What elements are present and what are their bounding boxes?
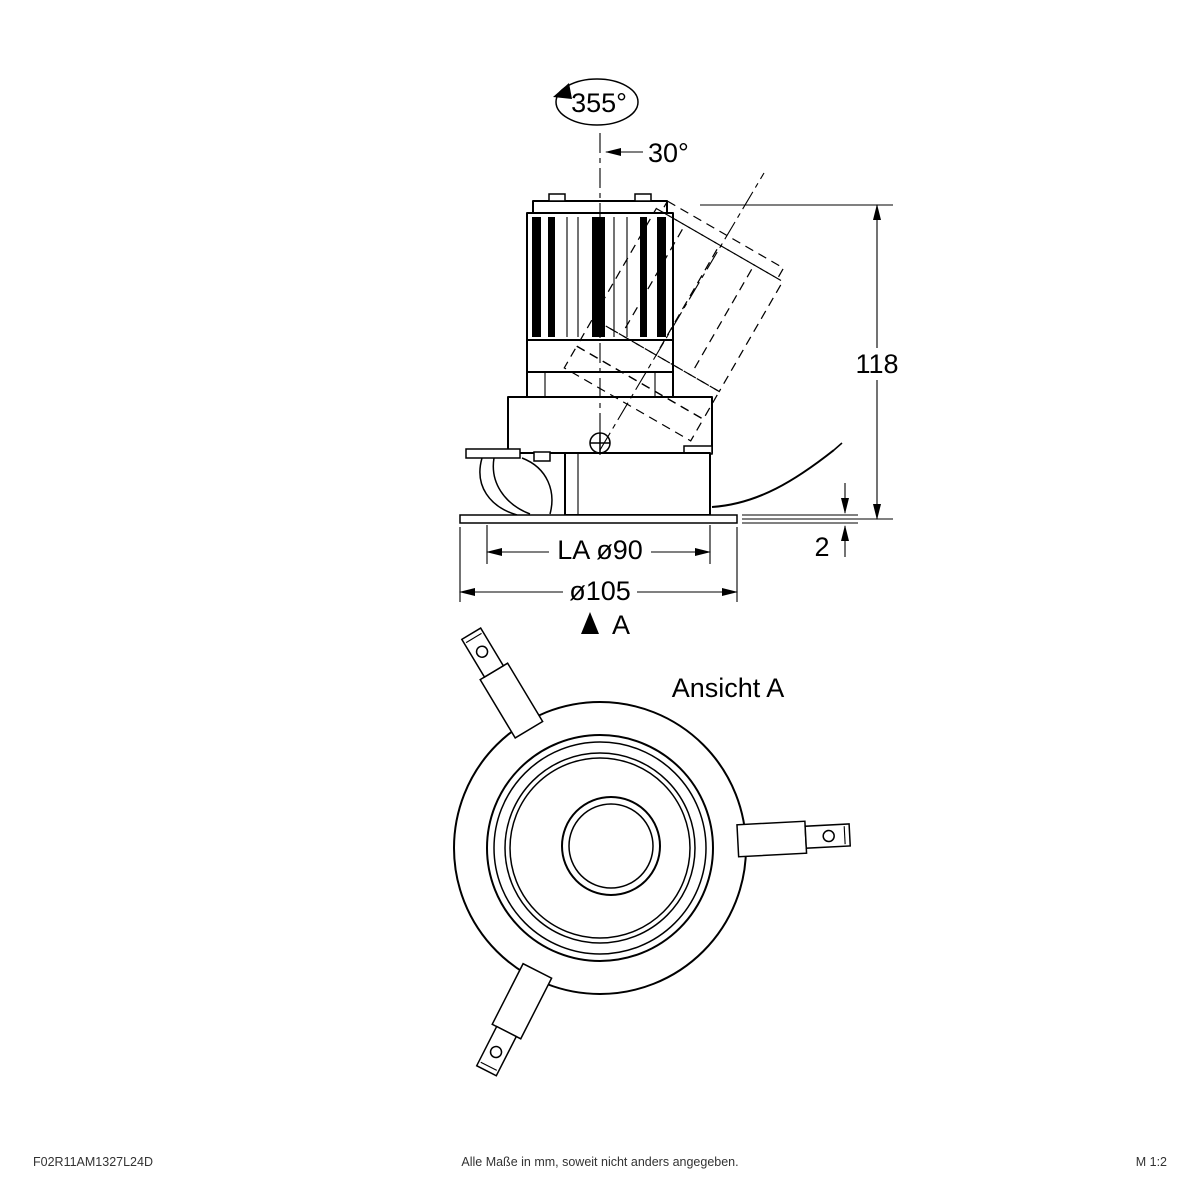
front-view-title: Ansicht A [672, 673, 785, 703]
dimensions: 30° 118 2 LA ø90 ø105 A [459, 138, 903, 640]
lens-outer-circle [561, 796, 661, 896]
housing-body [564, 452, 711, 516]
height-dimension-label: 118 [855, 349, 898, 379]
gimbal-box [507, 396, 713, 454]
tilted-center-line [599, 172, 765, 451]
rotation-symbol-ellipse [555, 78, 639, 126]
spring-wire-tip [833, 442, 843, 451]
reflector-ring-circle [493, 741, 707, 955]
tilt-angle-label: 30° [648, 138, 689, 168]
spring-bracket [465, 448, 521, 459]
mounting-tab-top-left [456, 624, 544, 739]
mounting-tab-right [736, 818, 852, 858]
scale-label: M 1:2 [1136, 1155, 1167, 1169]
trim-thickness-label: 2 [814, 532, 829, 562]
ghost-fin-line [692, 269, 753, 371]
trim-inner-circle [486, 734, 714, 962]
ghost-fin-line [623, 229, 683, 331]
heatsink-slot [657, 217, 666, 337]
label-mask [851, 348, 903, 380]
rotation-angle-label: 355° [571, 88, 627, 118]
heatsink-slot [592, 217, 605, 337]
cutout-dimension-label: LA ø90 [557, 535, 643, 565]
footer: F02R11AM1327L24D Alle Maße in mm, soweit… [33, 1155, 1167, 1169]
trim-plate [459, 514, 738, 524]
dimension-note: Alle Maße in mm, soweit nicht anders ang… [461, 1155, 738, 1169]
mounting-tab-bottom-left [471, 962, 553, 1079]
lamp-top-tab [548, 193, 566, 202]
mounting-spring-left [465, 448, 553, 516]
spring-blade [492, 457, 531, 515]
heatsink-slot [548, 217, 555, 337]
spring-wire-right [711, 449, 835, 508]
lens-inner-circle [568, 803, 654, 889]
lamp-body [526, 193, 674, 398]
view-direction-arrow [581, 612, 599, 634]
label-mask [549, 534, 651, 564]
diameter-dimension-label: ø105 [569, 576, 631, 606]
trim-outer-circle [453, 701, 747, 995]
view-direction-label: A [612, 610, 630, 640]
spring-blade [479, 457, 518, 516]
ghost-top-cap [660, 200, 785, 280]
front-view: Ansicht A [453, 624, 852, 1079]
heatsink-slot [532, 217, 541, 337]
spring-clip [533, 451, 551, 462]
recessed-housing [564, 445, 713, 516]
article-number: F02R11AM1327L24D [33, 1155, 153, 1169]
heatsink-slot [640, 217, 647, 337]
groove-circle [504, 752, 696, 944]
label-mask [563, 576, 637, 606]
groove-circle [509, 757, 691, 939]
rotation-arrow-icon [553, 83, 572, 99]
spring-blade [521, 457, 553, 515]
lamp-top-tab [634, 193, 652, 202]
